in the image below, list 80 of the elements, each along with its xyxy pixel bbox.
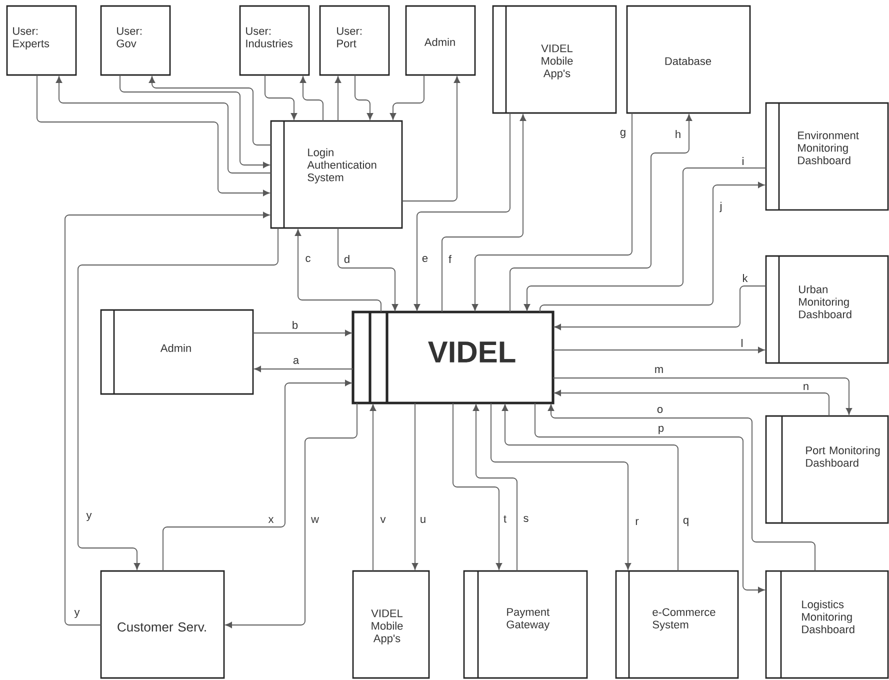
arrow (148, 76, 272, 146)
arrow (36, 74, 270, 196)
arrow (452, 402, 502, 570)
process-box: Customer Serv. (100, 570, 225, 679)
process-box: User: Industries (239, 5, 310, 76)
arrow (338, 228, 398, 311)
edge-label: t (502, 514, 508, 524)
arrow (490, 402, 632, 570)
edge-label: r (634, 518, 640, 526)
arrow (534, 402, 765, 594)
process-box: Logistics Monitoring Dashboard (765, 570, 889, 679)
edge-label: k (741, 273, 749, 283)
process-box: Admin (405, 5, 476, 76)
arrow (120, 74, 270, 168)
process-box: Urban Monitoring Dashboard (765, 255, 889, 364)
arrow (502, 404, 678, 572)
arrow (254, 366, 354, 372)
edge-label: d (342, 254, 352, 264)
edge-label: a (292, 356, 300, 365)
arrow (264, 74, 298, 120)
process-box: VIDEL Mobile App's (492, 5, 617, 114)
edge-label: x (267, 516, 275, 524)
arrow (472, 112, 632, 311)
arrow (510, 114, 692, 312)
arrow (524, 168, 766, 311)
arrow (56, 76, 272, 174)
arrow (78, 228, 278, 570)
arrow (294, 229, 382, 312)
edge-label: v (379, 516, 387, 524)
process-box: Port Monitoring Dashboard (765, 415, 889, 524)
arrow (548, 404, 816, 572)
arrow (554, 390, 830, 416)
edge-label: l (740, 338, 744, 348)
arrow (472, 404, 518, 572)
arrow (552, 378, 852, 415)
process-box: User: Gov (100, 5, 171, 76)
process-box: Admin (100, 309, 254, 395)
arrow (412, 402, 418, 570)
process-box: Environment Monitoring Dashboard (765, 102, 889, 211)
process-box: User: Experts (6, 5, 77, 76)
edge-label: j (718, 200, 724, 214)
arrow (390, 74, 424, 120)
edge-label: c (304, 254, 312, 263)
arrow (370, 404, 376, 572)
edge-label: q (682, 516, 690, 528)
process-box: User: Port (319, 5, 390, 76)
arrow (552, 346, 765, 354)
edge-label: o (656, 406, 664, 414)
edge-label: m (653, 366, 665, 374)
arrow (442, 114, 526, 312)
edge-label: w (310, 516, 320, 524)
arrow (414, 112, 510, 311)
arrow (300, 76, 324, 122)
arrow (540, 182, 765, 312)
edge-label: p (656, 424, 666, 436)
process-box: Database (626, 5, 751, 114)
edge-label: s (522, 515, 530, 523)
edge-label: h (674, 129, 682, 139)
arrow (225, 402, 358, 628)
edge-label: g (618, 128, 628, 140)
edge-label: i (740, 156, 746, 166)
edge-label: n (802, 383, 810, 391)
edge-label: f (447, 254, 453, 264)
process-box: VIDEL (352, 310, 554, 404)
process-box: VIDEL Mobile App's (352, 570, 430, 679)
edge-label: e (420, 254, 430, 263)
edge-label: b (290, 320, 300, 330)
edge-label: y (73, 608, 81, 620)
edge-label: y (85, 512, 93, 522)
arrow (402, 76, 460, 202)
arrow (162, 380, 352, 572)
process-box: Login Authentication System (270, 120, 403, 229)
arrow (64, 212, 270, 626)
process-box: e-Commerce System (615, 570, 739, 679)
arrow (354, 74, 374, 120)
edge-label: u (418, 516, 428, 524)
arrow (252, 330, 352, 336)
arrow (334, 76, 342, 122)
arrow (554, 286, 766, 330)
process-box: Payment Gateway (463, 570, 588, 679)
